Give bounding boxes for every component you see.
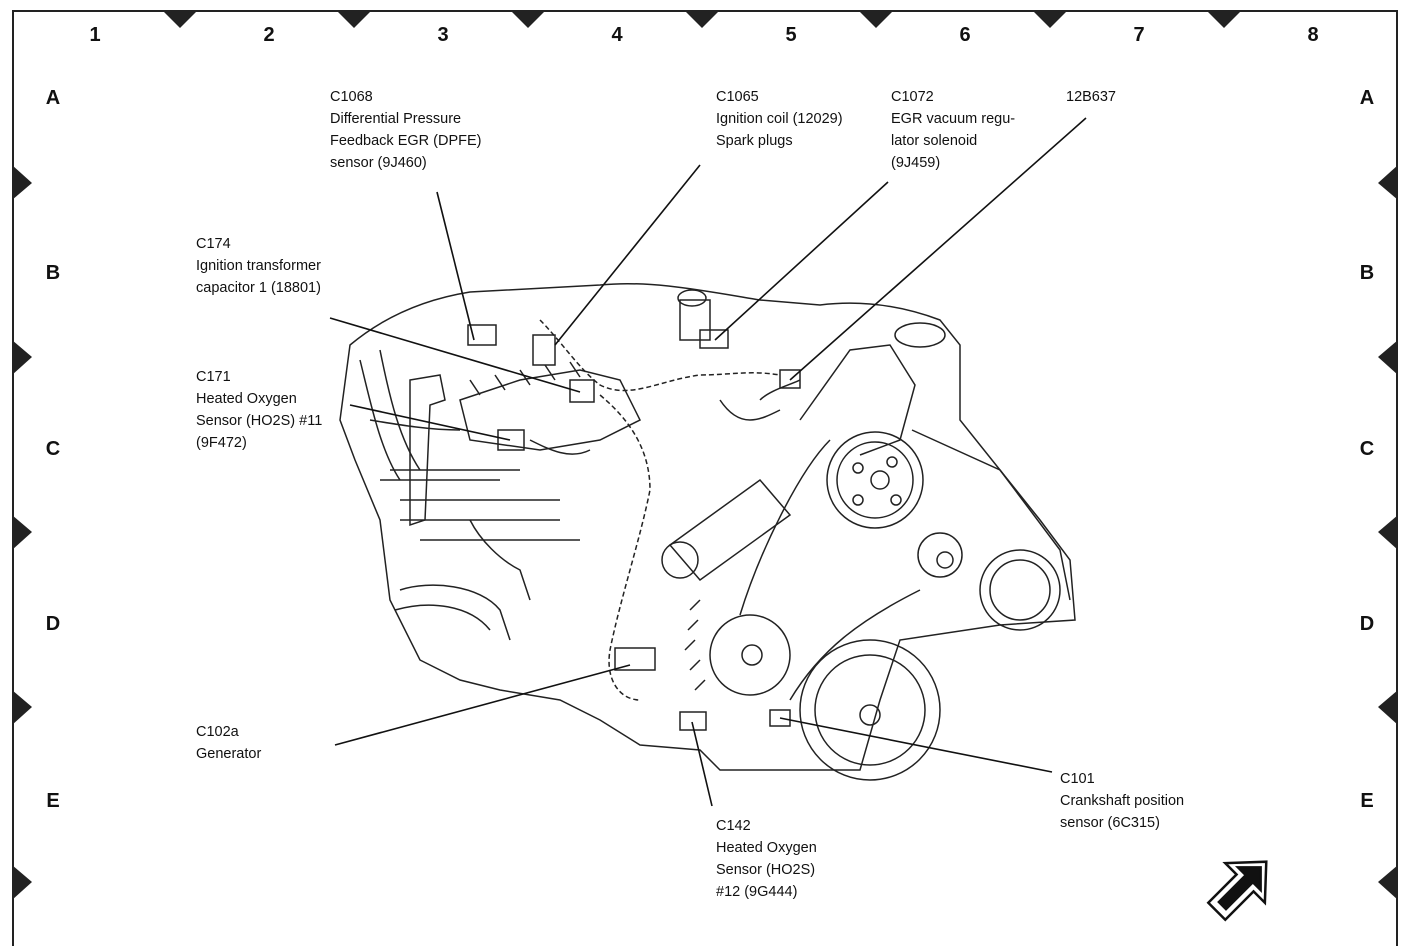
grid-column-2: 2 bbox=[263, 24, 275, 46]
leader-c174 bbox=[329, 317, 581, 393]
grid-row-a-right: A bbox=[1359, 87, 1375, 109]
grid-row-c-right: C bbox=[1359, 438, 1375, 460]
grid-row-a-left: A bbox=[45, 87, 61, 109]
grid-row-d-left: D bbox=[45, 613, 61, 635]
grid-column-5: 5 bbox=[785, 24, 797, 46]
grid-row-b-right: B bbox=[1359, 262, 1375, 284]
grid-column-3: 3 bbox=[437, 24, 449, 46]
callout-c142-ho2s-12: C142 Heated Oxygen Sensor (HO2S) #12 (9G… bbox=[716, 818, 817, 900]
callout-c102a-generator: C102a Generator bbox=[196, 724, 262, 762]
grid-column-7: 7 bbox=[1133, 24, 1145, 46]
grid-row-b-left: B bbox=[45, 262, 61, 284]
leader-c101 bbox=[779, 717, 1053, 773]
callout-c171-ho2s-11: C171 Heated Oxygen Sensor (HO2S) #11 (9F… bbox=[196, 369, 323, 451]
callout-c174-ignition-capacitor: C174 Ignition transformer capacitor 1 (1… bbox=[196, 236, 321, 296]
grid-row-e-right: E bbox=[1360, 790, 1374, 812]
leader-c1065 bbox=[554, 164, 701, 346]
leader-c102a bbox=[334, 664, 631, 746]
grid-column-6: 6 bbox=[959, 24, 971, 46]
grid-row-c-left: C bbox=[45, 438, 61, 460]
leader-c171 bbox=[349, 404, 511, 441]
front-of-vehicle-arrow-icon bbox=[1206, 860, 1268, 922]
leader-12b637 bbox=[789, 117, 1087, 381]
leader-c1068 bbox=[436, 191, 475, 341]
grid-row-d-right: D bbox=[1359, 613, 1375, 635]
leader-c1072 bbox=[714, 181, 889, 341]
grid-marker-triangle-icon bbox=[12, 10, 1398, 900]
callout-c1068-dpfe-sensor: C1068 Differential Pressure Feedback EGR… bbox=[330, 89, 482, 171]
leader-c142 bbox=[691, 721, 713, 807]
leader-lines bbox=[329, 117, 1087, 807]
callout-c1065-ignition-coil: C1065 Ignition coil (12029) Spark plugs bbox=[716, 89, 843, 149]
grid-row-e-left: E bbox=[46, 790, 60, 812]
grid-column-8: 8 bbox=[1307, 24, 1319, 46]
grid-column-4: 4 bbox=[611, 24, 623, 46]
callout-c1072-egr-solenoid: C1072 EGR vacuum regu- lator solenoid (9… bbox=[891, 89, 1016, 171]
grid-column-1: 1 bbox=[89, 24, 101, 46]
callout-c101-crankshaft-sensor: C101 Crankshaft position sensor (6C315) bbox=[1060, 771, 1185, 831]
callout-12b637: 12B637 bbox=[1066, 89, 1116, 105]
engine-illustration bbox=[339, 282, 1076, 781]
